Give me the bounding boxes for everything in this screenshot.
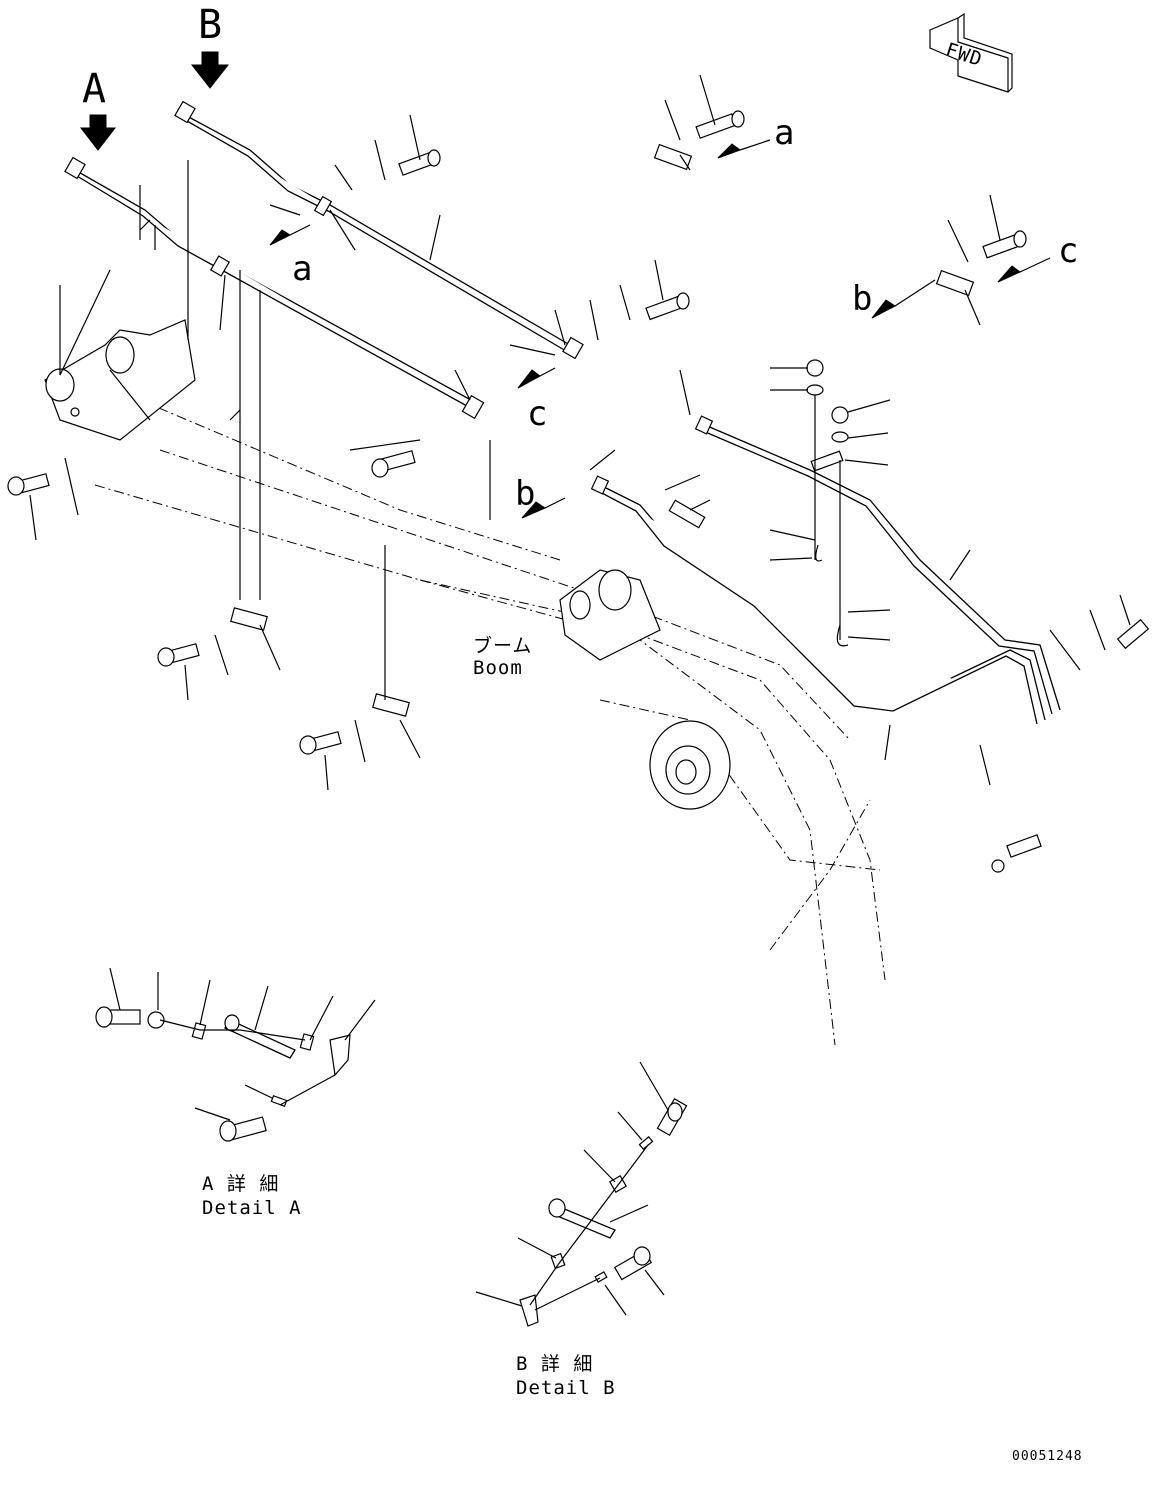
arrow-label-b-left: b [515,474,535,514]
view-arrow-b: B [190,2,230,89]
arrow-a-left: a [269,224,312,289]
arrow-label-b-right: b [852,279,872,319]
bolt-upper-mid [398,149,441,176]
arrow-label-a-top: a [774,113,794,153]
leader-lines [29,74,1131,791]
clamp-block-4 [372,693,410,717]
bolt-center [371,450,416,478]
clamp-block-1 [653,143,693,171]
arrow-b-left: b [515,474,566,519]
clamp-block-3 [230,607,268,631]
arrow-label-c-mid: c [527,394,547,434]
forward-direction-sign: FWD [929,12,1013,93]
arrow-label-c-right: c [1058,231,1078,271]
boom-label-jp: ブーム [473,634,532,657]
arrow-label-a-left: a [292,249,312,289]
nut-washer-stack [806,359,849,647]
detail-b-title-jp: B 詳 細 [516,1353,593,1375]
boom-center-bracket [559,569,661,661]
bolt-far-right [1116,618,1150,650]
boom-label-en: Boom [473,657,523,679]
bolt-lower-left [157,643,200,667]
bolt-right-pipe [668,499,706,529]
boom-pivot-boss [649,720,731,810]
arrow-c-right: c [997,231,1078,283]
bolt-top-right [695,110,745,139]
detail-a-title-en: Detail A [202,1197,302,1219]
boom-label: ブーム Boom [473,634,532,679]
boom-foot-bracket [44,319,196,441]
bolt-left [7,473,50,496]
view-label-b: B [198,2,222,48]
bolt-right-c [982,230,1027,259]
bolt-lower-mid [299,731,342,755]
arrow-c-mid: c [517,367,556,434]
arrow-b-right: b [852,279,936,319]
view-label-a: A [82,66,106,112]
arrow-a-top: a [717,113,794,159]
hydraulic-pipe-middle [64,156,485,420]
bolt-boom-right [991,834,1042,873]
view-arrow-a: A [79,66,117,151]
hydraulic-pipe-upper [174,100,584,360]
hydraulic-pipe-right-long [694,415,1061,715]
clamp-block-2 [935,269,975,297]
hydraulic-pipe-right-lower [590,475,1046,725]
detail-b-title-en: Detail B [516,1377,616,1399]
detail-b-drawing: B 詳 細 Detail B [475,1061,688,1399]
detail-a-drawing: A 詳 細 Detail A [95,967,376,1219]
bolt-mid-clamp [645,292,690,321]
detail-a-title-jp: A 詳 細 [202,1173,279,1195]
drawing-number: 00051248 [1012,1449,1083,1464]
